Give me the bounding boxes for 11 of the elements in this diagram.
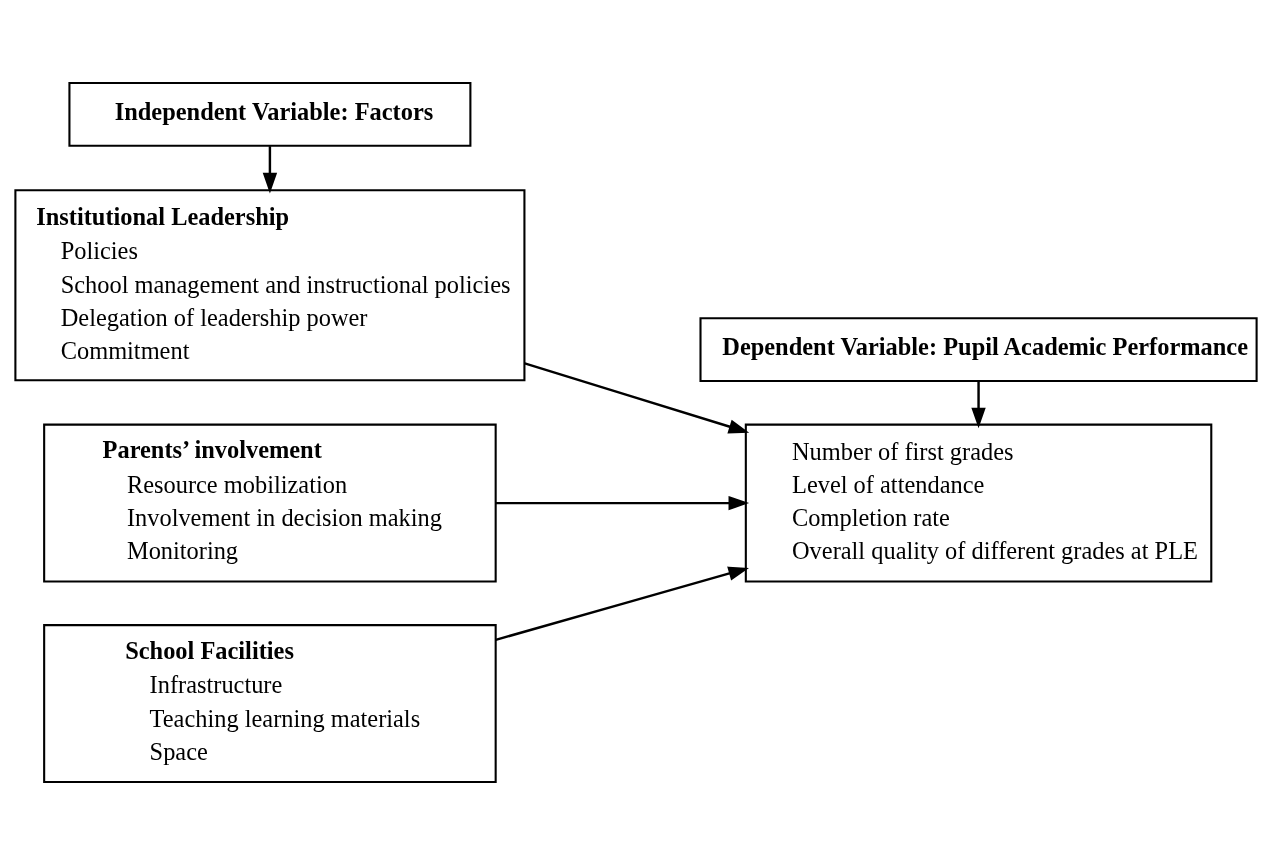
node-box: Parents’ involvement Resource mobilization Involvement in decision making Monitoring — [43, 423, 497, 583]
arrow — [524, 362, 750, 434]
node-box: School Facilities Infrastructure Teaching learning materials Space — [43, 624, 497, 784]
node-box: Number of first grades Level of attendance Completion rate Overall quality of different grades at PLE — [744, 423, 1213, 583]
arrow — [495, 566, 749, 642]
arrow — [495, 495, 750, 511]
node-box: Independent Variable: Factors — [68, 81, 472, 147]
node-box: Institutional Leadership Policies School management and instructional policies Delegation of leadership power Commitment — [14, 189, 526, 382]
node-box: Dependent Variable: Pupil Academic Performance — [699, 317, 1258, 383]
arrow — [262, 146, 278, 194]
arrow — [971, 381, 986, 429]
